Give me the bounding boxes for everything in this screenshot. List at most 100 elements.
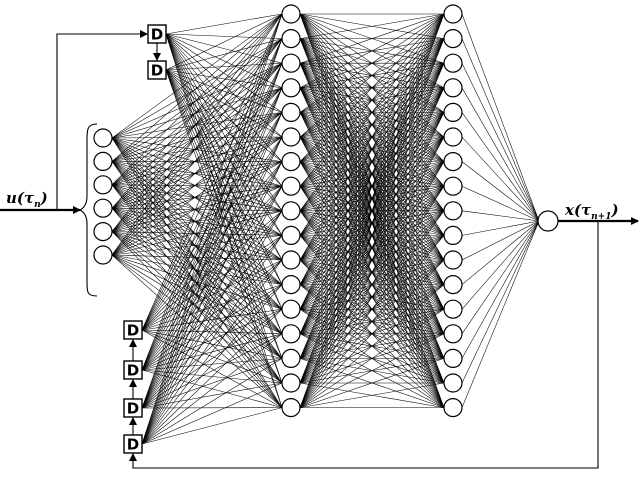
edge xyxy=(141,333,283,445)
edge xyxy=(165,69,283,138)
edge xyxy=(165,33,283,359)
edge xyxy=(461,220,540,334)
edge xyxy=(461,87,540,222)
edge xyxy=(461,136,540,222)
edge xyxy=(111,137,283,334)
edge xyxy=(299,13,445,236)
edge xyxy=(141,136,283,445)
edge xyxy=(111,184,283,261)
edge xyxy=(111,63,283,256)
hidden-neuron-layer-1 xyxy=(281,348,301,368)
edge xyxy=(111,112,283,186)
input-label: u(τn) xyxy=(6,189,48,210)
edge xyxy=(461,13,540,222)
edge xyxy=(299,87,445,408)
output-neuron xyxy=(537,210,559,232)
edge xyxy=(165,33,283,384)
feedback-delay-label: D xyxy=(127,322,139,340)
edge xyxy=(141,63,283,331)
edge xyxy=(141,112,283,445)
edge xyxy=(141,38,283,409)
edge xyxy=(141,407,283,445)
edge xyxy=(299,13,445,261)
hidden-neuron-layer-1 xyxy=(281,78,301,98)
edge xyxy=(165,69,283,187)
input-to-delay-wire xyxy=(56,30,148,210)
hidden-neuron-layer-2 xyxy=(443,225,463,245)
edge xyxy=(141,13,283,409)
edge xyxy=(165,33,283,162)
edge xyxy=(111,161,283,232)
hidden-neuron-layer-2 xyxy=(443,127,463,147)
edge xyxy=(141,235,283,445)
edge xyxy=(141,382,283,445)
edge xyxy=(141,358,283,409)
neurons xyxy=(93,4,559,418)
edge xyxy=(141,329,283,384)
edge xyxy=(299,210,445,408)
hidden-neuron-layer-1 xyxy=(281,373,301,393)
edge xyxy=(141,136,283,331)
edge xyxy=(111,137,283,187)
feedback-delay-box xyxy=(123,434,143,454)
edge xyxy=(111,13,283,185)
hidden-neuron-layer-2 xyxy=(443,78,463,98)
edge xyxy=(141,186,283,445)
edge xyxy=(111,161,283,212)
input-neuron xyxy=(93,222,113,242)
edge xyxy=(111,87,283,162)
edge xyxy=(141,87,283,331)
edge xyxy=(111,38,283,162)
edge xyxy=(111,161,283,334)
edge xyxy=(141,38,283,445)
edge xyxy=(111,185,283,209)
edge xyxy=(165,33,283,138)
edge xyxy=(141,136,283,409)
edge xyxy=(299,13,445,285)
edge xyxy=(111,38,283,209)
edge xyxy=(299,13,445,359)
input-neuron xyxy=(93,151,113,171)
edge xyxy=(141,235,283,409)
edge xyxy=(299,13,445,64)
edge xyxy=(111,208,283,384)
edge xyxy=(111,161,283,261)
edge xyxy=(165,33,283,64)
edge xyxy=(141,63,283,445)
hidden-neuron-layer-1 xyxy=(281,127,301,147)
edge xyxy=(111,13,283,139)
edge xyxy=(299,13,445,384)
edge xyxy=(141,63,283,371)
edge xyxy=(141,329,283,359)
edge xyxy=(299,13,445,39)
edge xyxy=(111,38,283,232)
hidden-neuron-layer-1 xyxy=(281,201,301,221)
edge xyxy=(165,13,283,35)
edge xyxy=(111,137,283,261)
edge xyxy=(165,62,283,71)
edge xyxy=(111,161,283,209)
edge xyxy=(141,329,283,408)
edge xyxy=(165,33,283,236)
feedback-delay-label: D xyxy=(127,362,139,380)
edge xyxy=(165,69,283,359)
edge xyxy=(461,63,540,222)
edge xyxy=(299,284,445,408)
signal-wires xyxy=(0,30,639,469)
edge xyxy=(165,13,283,71)
hidden-neuron-layer-1 xyxy=(281,299,301,319)
edge xyxy=(141,161,283,331)
connection-edges xyxy=(111,13,540,445)
edge xyxy=(299,13,445,89)
edge xyxy=(111,136,283,162)
edge xyxy=(111,210,283,232)
hidden-neuron-layer-1 xyxy=(281,250,301,270)
edge xyxy=(111,231,283,408)
edge xyxy=(111,87,283,186)
hidden-neuron-layer-1 xyxy=(281,324,301,344)
edge xyxy=(141,112,283,331)
edge xyxy=(299,63,445,408)
feedback-delay-box xyxy=(123,360,143,380)
